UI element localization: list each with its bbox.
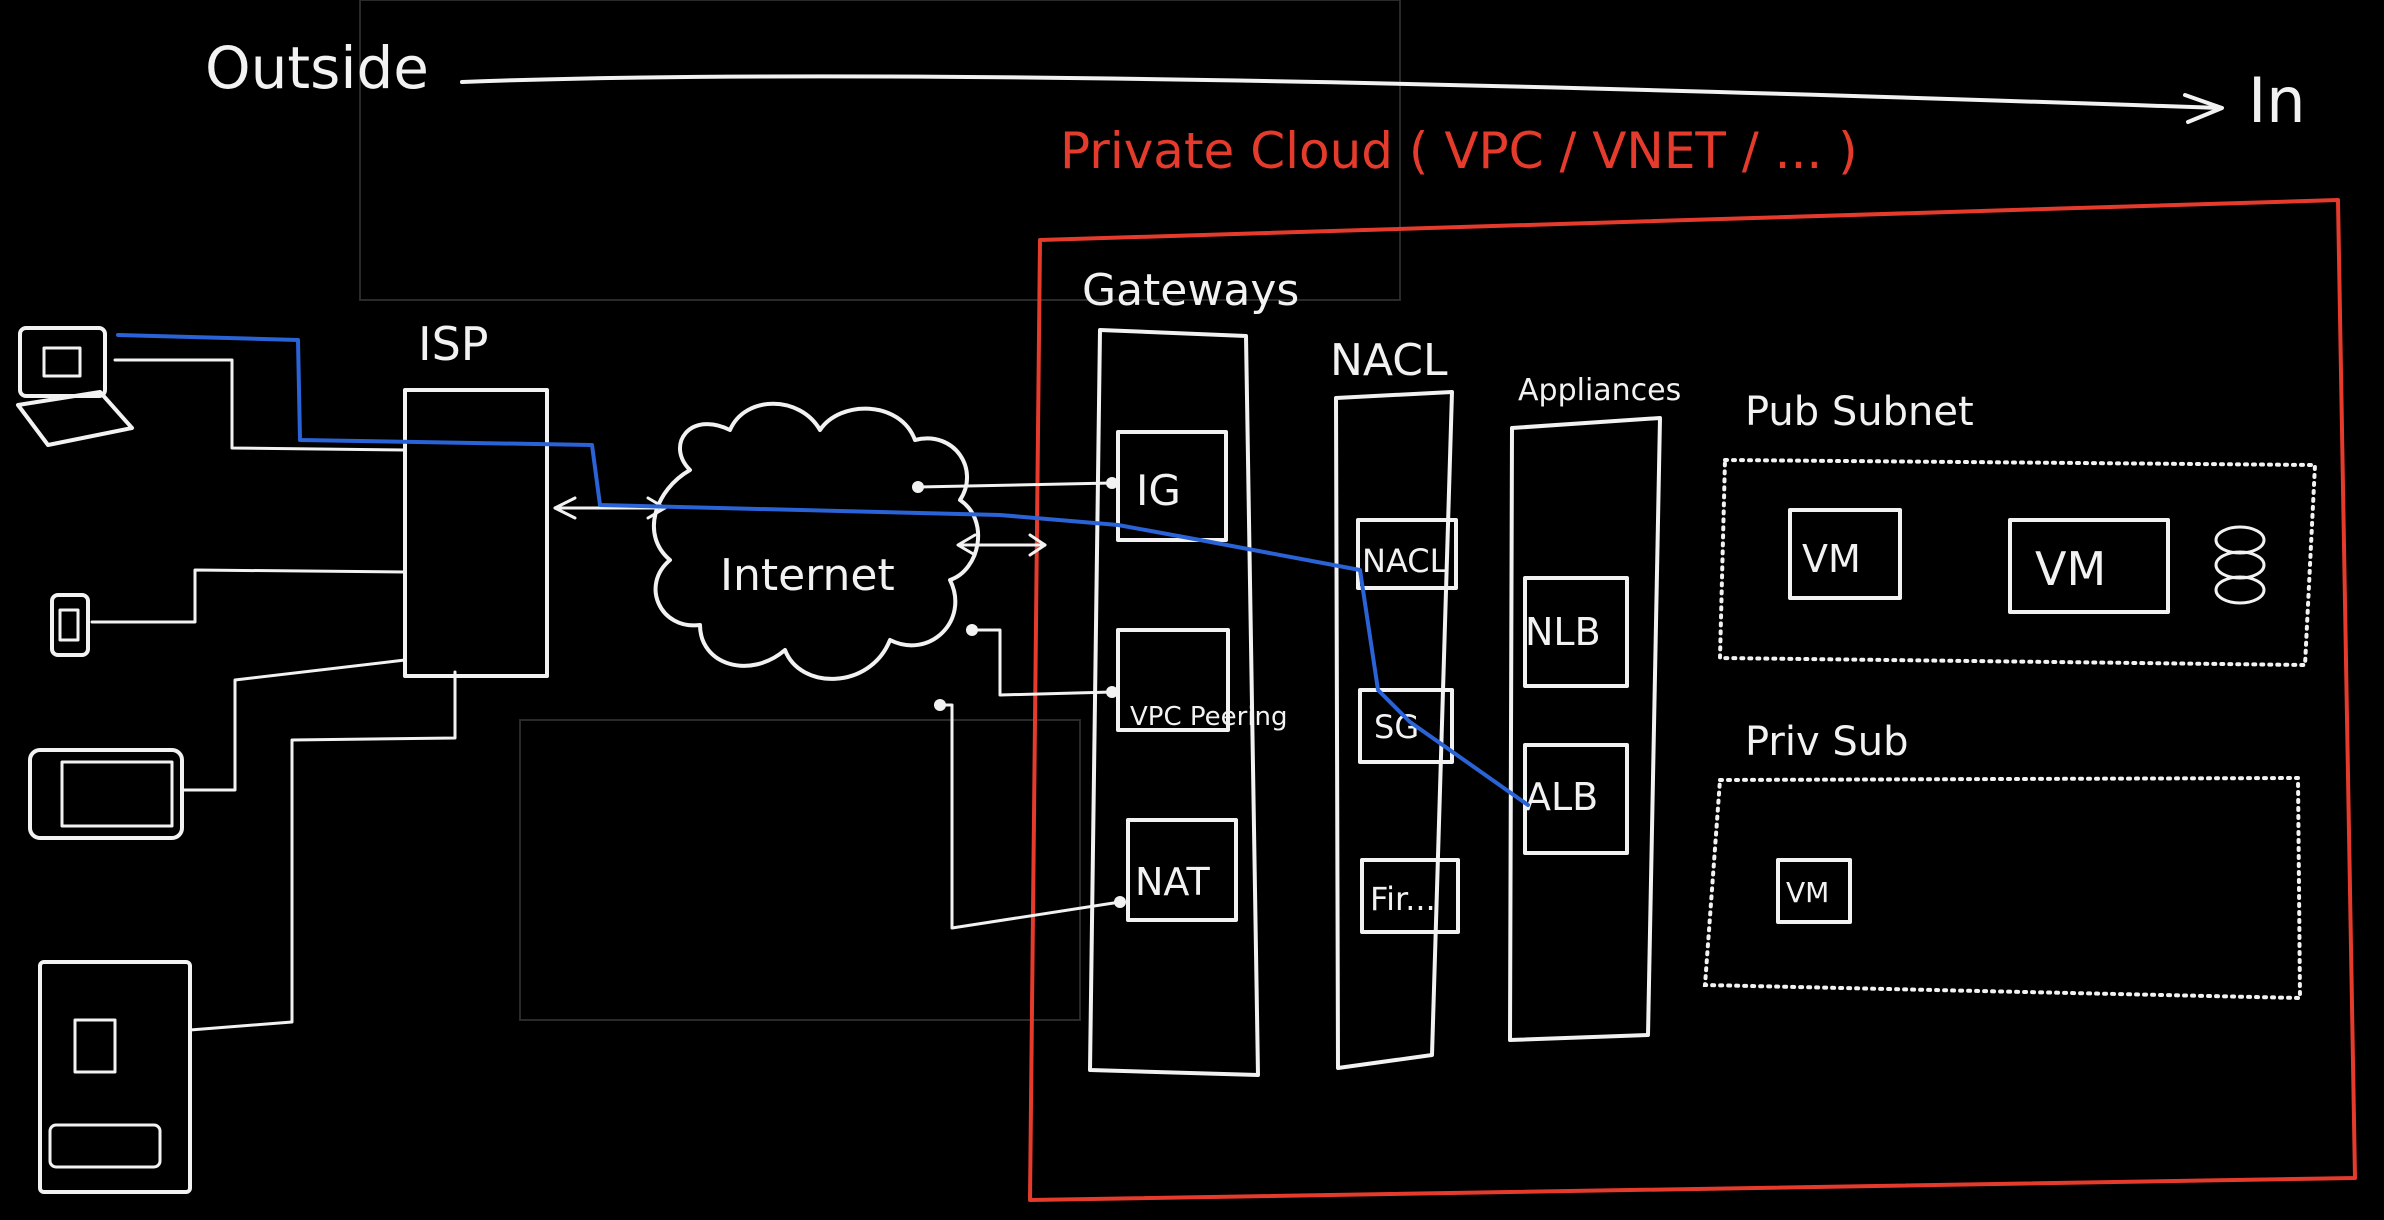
nacl-box [1356, 518, 1458, 590]
private-subnet-box [1702, 775, 2303, 1001]
firewall-box [1360, 858, 1460, 934]
phone-wire [90, 568, 407, 624]
private-vm [1776, 858, 1852, 924]
cloud-to-peering-link [970, 628, 1114, 697]
background-reflection [359, 0, 1401, 1021]
gateway-nat [1126, 818, 1238, 922]
sg-box-label: SG [1374, 708, 1419, 746]
nacl-box-label: NACL [1362, 542, 1448, 580]
cloud-to-ig-link [916, 481, 1114, 489]
vpc-title: Private Cloud ( VPC / VNET / ... ) [1060, 122, 1858, 180]
phone-icon [50, 593, 90, 657]
axis-arrowhead [2183, 93, 2224, 124]
appliances-column [1508, 416, 1662, 1042]
cloud-to-nat-link [938, 703, 1122, 930]
appliance-icon [38, 960, 192, 1194]
sg-box [1358, 688, 1454, 764]
isp-box [403, 388, 549, 678]
alb-box-label: ALB [1525, 775, 1598, 819]
gateways-column [1088, 328, 1260, 1077]
axis-left-label: Outside [205, 34, 429, 102]
internet-cloud [652, 401, 980, 681]
public-subnet-box [1717, 457, 2318, 668]
nlb-box [1523, 576, 1629, 688]
private-vm-label: VM [1786, 876, 1829, 909]
appliances-title: Appliances [1518, 373, 1681, 408]
axis-arrow-line [460, 74, 2222, 110]
tablet-icon [28, 748, 184, 840]
nacl-title: NACL [1330, 335, 1448, 386]
private-subnet-title: Priv Sub [1745, 719, 1909, 765]
nlb-box-label: NLB [1525, 610, 1601, 654]
gateway-ig-label: IG [1136, 466, 1181, 515]
laptop-icon [16, 326, 134, 447]
public-vm-2-label: VM [2035, 542, 2106, 596]
isp-label: ISP [418, 317, 489, 371]
appliance-wire [188, 670, 457, 1032]
vpc-boundary [1028, 198, 2357, 1202]
public-vm-1 [1788, 508, 1902, 600]
firewall-box-label: Fir... [1370, 880, 1436, 918]
gateway-ig [1116, 430, 1228, 542]
public-subnet-title: Pub Subnet [1745, 389, 1974, 435]
axis-right-label: In [2248, 64, 2306, 137]
nacl-column [1334, 390, 1454, 1070]
gateways-title: Gateways [1082, 265, 1299, 316]
gateway-vpc-peering [1116, 628, 1230, 732]
alb-box [1523, 743, 1629, 855]
database-icon [2214, 525, 2266, 605]
internet-label: Internet [720, 550, 895, 601]
public-vm-1-label: VM [1802, 537, 1861, 581]
traffic-path [116, 333, 1530, 807]
gateway-vpc-peering-label: VPC Peering [1130, 702, 1288, 732]
laptop-wire [113, 358, 407, 452]
gateway-nat-label: NAT [1135, 860, 1210, 904]
tablet-wire [180, 658, 407, 792]
public-vm-2 [2008, 518, 2170, 614]
